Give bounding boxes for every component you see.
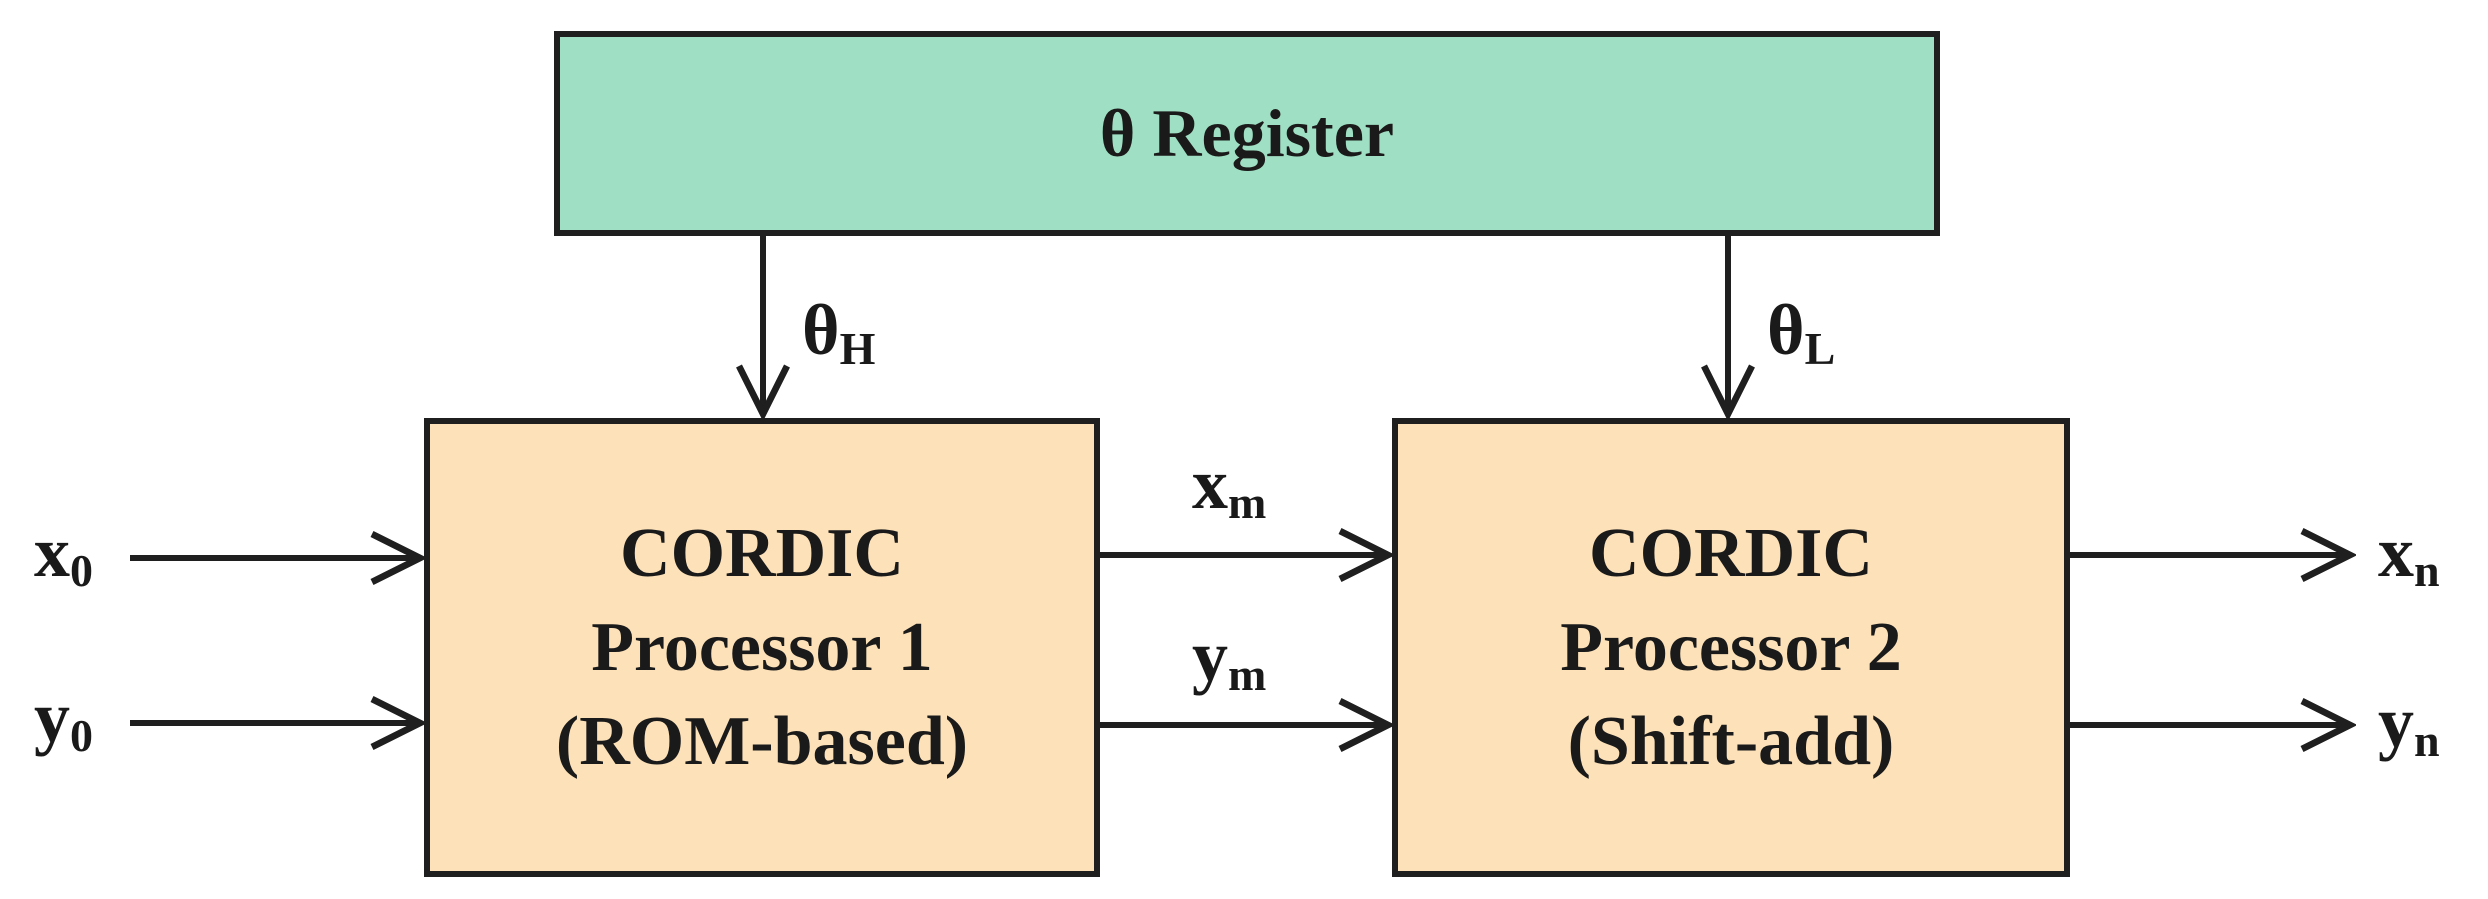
processor-1-type: (ROM-based): [555, 702, 969, 780]
cordic-processor-1-block: CORDIC Processor 1 (ROM-based): [424, 418, 1100, 877]
theta-l-label: θL: [1767, 290, 1836, 375]
theta-register-label: θ Register: [1099, 95, 1395, 171]
theta-h-label: θH: [802, 290, 876, 375]
processor-2-name: Processor 2: [1560, 608, 1902, 686]
processor-1-title: CORDIC: [620, 514, 904, 592]
processor-2-title: CORDIC: [1589, 514, 1873, 592]
ym-label: ym: [1192, 616, 1267, 701]
x0-label: x0: [34, 512, 93, 597]
processor-1-name: Processor 1: [591, 608, 933, 686]
xm-label: xm: [1192, 444, 1267, 529]
processor-2-type: (Shift-add): [1567, 702, 1895, 780]
xn-label: xn: [2378, 512, 2440, 597]
y0-label: y0: [34, 677, 93, 762]
yn-label: yn: [2378, 682, 2440, 767]
cordic-processor-2-block: CORDIC Processor 2 (Shift-add): [1392, 418, 2070, 877]
theta-register-block: θ Register: [554, 31, 1940, 236]
